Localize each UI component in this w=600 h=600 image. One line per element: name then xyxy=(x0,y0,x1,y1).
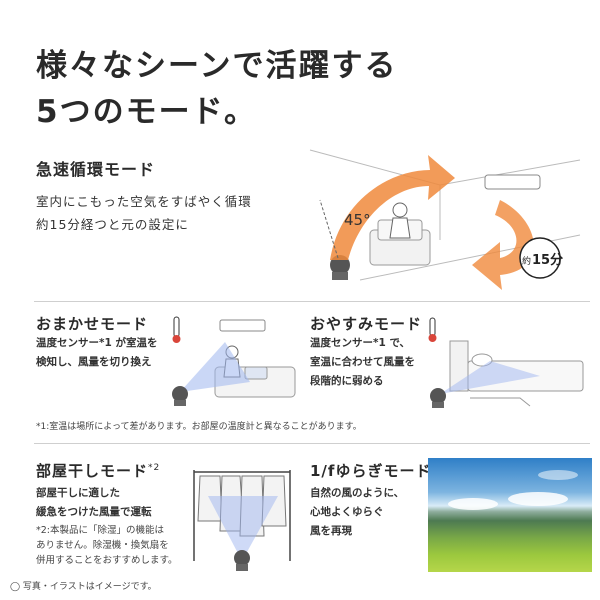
auto-mode-illustration xyxy=(172,316,296,406)
thermometer-icon xyxy=(429,317,436,337)
thermometer-icon xyxy=(173,316,180,338)
sleep-mode-desc-1: 温度センサー*1 で、 xyxy=(310,337,411,349)
sleep-mode-title: おやすみモード xyxy=(310,315,423,333)
rapid-mode-desc-2: 約15分経つと元の設定に xyxy=(36,217,189,232)
auto-mode-desc-2: 検知し、風量を切り換え xyxy=(36,356,152,368)
fluctuation-mode-desc-2: 心地よくゆらぐ xyxy=(310,506,384,518)
note-1: *1:室温は場所によって差があります。お部屋の温度計と異なることがあります。 xyxy=(36,422,362,432)
fan-icon xyxy=(172,386,188,402)
fan-icon xyxy=(430,388,446,404)
timer-icon xyxy=(519,237,561,279)
divider-2 xyxy=(34,443,590,444)
laundry-mode-desc-1: 部屋干しに適した xyxy=(36,487,120,499)
landscape-photo xyxy=(428,458,592,572)
laundry-mode-desc-2: 緩急をつけた風量で運転 xyxy=(36,506,152,518)
laundry-mode-title-sup: *2 xyxy=(148,463,161,473)
divider-1 xyxy=(34,301,590,302)
auto-mode-title: おまかせモード xyxy=(36,315,149,333)
cloud-shape xyxy=(448,498,498,510)
cloud-shape xyxy=(508,492,568,506)
timer-prefix: 約 xyxy=(522,255,531,267)
headline-line-1: 様々なシーンで活躍する xyxy=(36,48,398,84)
sleep-mode-desc-3: 段階的に弱める xyxy=(310,375,384,387)
fan-icon xyxy=(234,550,250,566)
fluctuation-mode-title: 1/fゆらぎモード xyxy=(310,462,432,480)
sleep-mode-illustration xyxy=(428,317,584,408)
fluctuation-mode-desc-3: 風を再現 xyxy=(310,525,352,537)
laundry-mode-title-text: 部屋干しモード xyxy=(36,462,149,480)
air-conditioner-icon xyxy=(484,174,541,190)
rapid-mode-title: 急速循環モード xyxy=(36,160,156,179)
angle-label: 45° xyxy=(344,211,371,229)
auto-mode-desc-1: 温度センサー*1 が室温を xyxy=(36,337,158,349)
rapid-mode-desc-1: 室内にこもった空気をすばやく循環 xyxy=(36,194,252,209)
timer-value: 15分 xyxy=(532,252,563,268)
person-icon xyxy=(392,202,408,218)
laundry-mode-note-2: ありません。除湿機・換気扇を xyxy=(36,540,169,551)
laundry-mode-note-3: 併用することをおすすめします。 xyxy=(36,555,178,566)
laundry-mode-note-1: *2:本製品に「除湿」の機能は xyxy=(36,525,164,536)
footer-disclaimer: ◯ 写真・イラストはイメージです。 xyxy=(10,582,157,592)
air-conditioner-icon xyxy=(219,319,266,332)
sleep-mode-desc-2: 室温に合わせて風量を xyxy=(310,356,415,368)
laundry-mode-title: 部屋干しモード*2 xyxy=(36,460,160,481)
fluctuation-mode-desc-1: 自然の風のように、 xyxy=(310,487,405,499)
headline-line-2: 5つのモード。 xyxy=(36,94,257,130)
rapid-mode-illustration: 45° 約 15分 xyxy=(309,149,581,290)
laundry-mode-illustration xyxy=(193,470,291,571)
cloud-shape xyxy=(538,470,578,480)
